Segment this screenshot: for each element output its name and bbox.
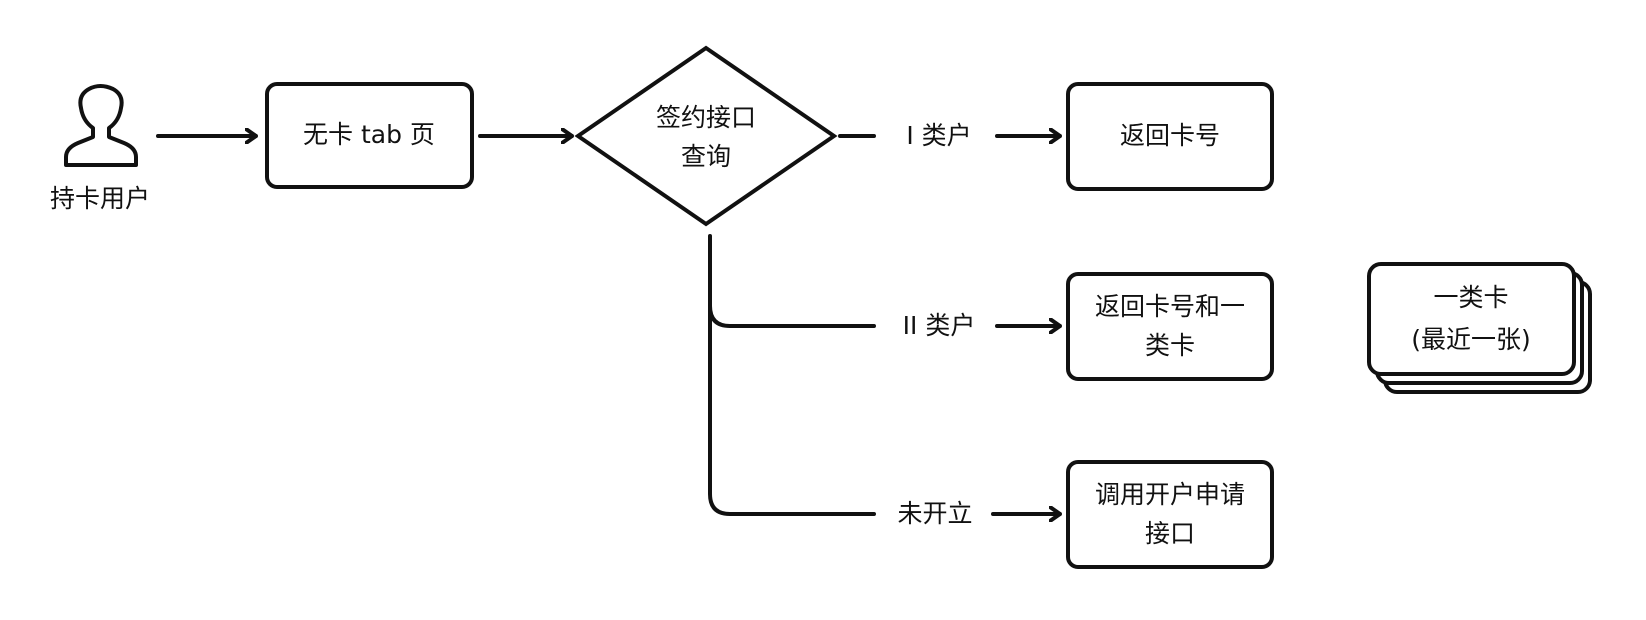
node-return-card-label: 返回卡号 (1120, 121, 1220, 150)
decision-query (574, 45, 838, 227)
edge-class2-label: II 类户 (903, 311, 976, 340)
edge-class1-label: I 类户 (906, 121, 971, 150)
user-icon (64, 84, 138, 167)
decision-query-line1: 签约接口 (656, 103, 756, 132)
class1-card-stack (1367, 262, 1592, 394)
card-stack-line1: 一类卡 (1433, 283, 1508, 312)
edge-not-opened-line (708, 304, 876, 516)
node-return-card (1066, 82, 1274, 191)
edge-not-opened-label: 未开立 (897, 499, 972, 528)
node-return-card-class1-line2: 类卡 (1145, 331, 1195, 360)
card-stack-line2: (最近一张) (1411, 325, 1531, 354)
edge-class2-line (708, 234, 876, 328)
decision-query-line2: 查询 (681, 142, 731, 171)
actor-label: 持卡用户 (50, 184, 150, 213)
node-call-open-api-line1: 调用开户申请 (1095, 480, 1245, 509)
node-no-card-tab-label: 无卡 tab 页 (303, 120, 435, 149)
node-return-card-class1 (1066, 272, 1274, 381)
node-no-card-tab (265, 82, 474, 189)
node-call-open-api (1066, 460, 1274, 569)
node-call-open-api-line2: 接口 (1145, 519, 1195, 548)
node-return-card-class1-line1: 返回卡号和一 (1095, 292, 1245, 321)
